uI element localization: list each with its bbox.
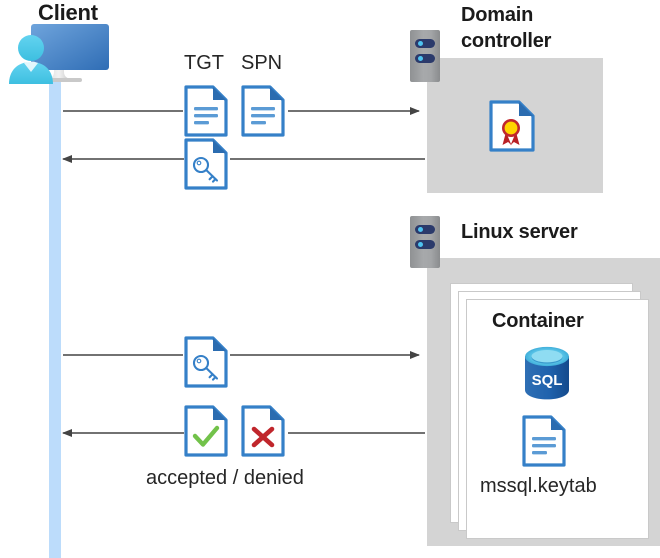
denied-x-document-icon bbox=[241, 405, 285, 457]
domain-controller-title-line2: controller bbox=[461, 30, 552, 52]
service-ticket-key-document-icon bbox=[184, 138, 228, 190]
accepted-denied-label: accepted / denied bbox=[146, 467, 304, 489]
tgt-document-icon bbox=[184, 85, 228, 137]
domain-controller-server-rack-icon bbox=[410, 30, 440, 82]
linux-server-title: Linux server bbox=[461, 221, 578, 243]
sql-database-icon: SQL bbox=[521, 345, 573, 401]
spn-label: SPN bbox=[241, 52, 283, 74]
certificate-document-icon bbox=[489, 100, 535, 152]
keytab-document-icon bbox=[522, 415, 566, 467]
rack-slot bbox=[415, 240, 435, 249]
rack-slot bbox=[415, 39, 435, 48]
svg-text:SQL: SQL bbox=[532, 372, 563, 389]
present-ticket-key-document-icon bbox=[184, 336, 228, 388]
spn-document-icon bbox=[241, 85, 285, 137]
client-computer-icon bbox=[6, 22, 114, 88]
container-card-front bbox=[466, 299, 649, 539]
keytab-filename-label: mssql.keytab bbox=[480, 475, 597, 497]
container-title: Container bbox=[492, 310, 584, 332]
domain-controller-title-line1: Domain bbox=[461, 4, 534, 26]
rack-slot bbox=[415, 54, 435, 63]
rack-slot bbox=[415, 225, 435, 234]
client-lifeline bbox=[49, 78, 61, 558]
domain-controller-title: Domain controller bbox=[461, 2, 641, 54]
client-title: Client bbox=[38, 0, 98, 25]
accepted-check-document-icon bbox=[184, 405, 228, 457]
linux-server-rack-icon bbox=[410, 216, 440, 268]
tgt-label: TGT bbox=[184, 52, 224, 74]
